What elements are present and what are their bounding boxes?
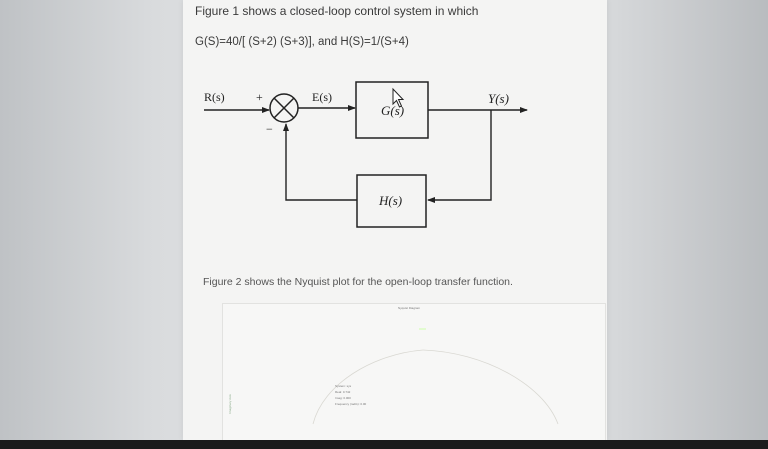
datatip-line-1: System: sys bbox=[335, 384, 352, 388]
transfer-functions-text: G(S)=40/[ (S+2) (S+3)], and H(S)=1/(S+4) bbox=[195, 36, 409, 48]
bottom-edge-bar bbox=[0, 440, 768, 449]
error-label: E(s) bbox=[312, 90, 332, 104]
feedback-return-line bbox=[283, 123, 357, 201]
feedback-block-label: H(s) bbox=[378, 193, 402, 208]
feedback-block-h bbox=[356, 174, 427, 228]
nyquist-curve-area bbox=[312, 328, 559, 425]
summing-junction bbox=[269, 93, 299, 123]
feedback-pickoff-line bbox=[427, 110, 492, 203]
mouse-cursor-icon bbox=[392, 87, 405, 108]
input-label: R(s) bbox=[204, 90, 225, 104]
minus-sign: − bbox=[266, 122, 273, 136]
nyquist-title: Nyquist Diagram bbox=[398, 306, 421, 310]
datatip-line-3: Imag: 0.000 bbox=[335, 396, 351, 400]
datatip-line-2: Real: 0.742 bbox=[335, 390, 351, 394]
nyquist-curve-right bbox=[422, 349, 559, 425]
output-label: Y(s) bbox=[488, 91, 509, 106]
nyquist-plot: Nyquist Diagram Imaginary Axis System: s… bbox=[222, 303, 606, 442]
figure1-intro-text: Figure 1 shows a closed-loop control sys… bbox=[195, 4, 479, 18]
figure2-caption: Figure 2 shows the Nyquist plot for the … bbox=[203, 276, 513, 288]
datatip-line-4: Frequency (rad/s): 0.00 bbox=[335, 402, 367, 406]
forward-block-label: G(s) bbox=[381, 103, 404, 118]
nyquist-curve bbox=[312, 349, 424, 425]
plus-sign: + bbox=[256, 90, 263, 104]
